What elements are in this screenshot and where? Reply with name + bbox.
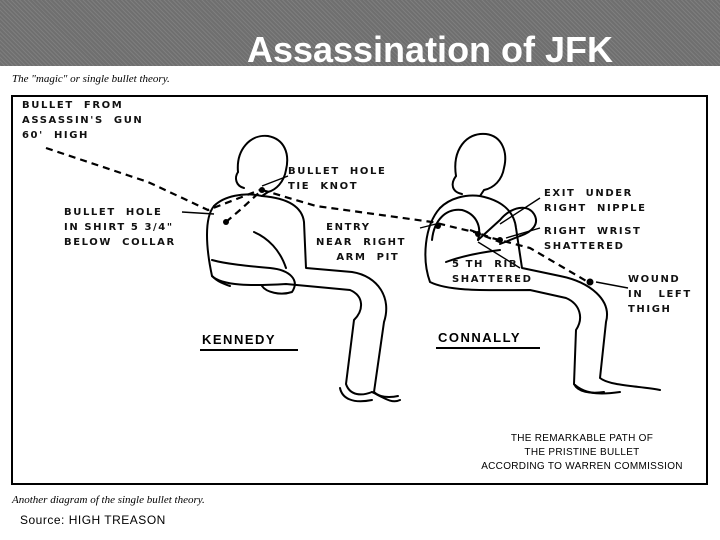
label-bullet-from: BULLET FROM ASSASSIN'S GUN 60' HIGH: [22, 100, 144, 141]
title-band: Assassination of JFK: [0, 0, 720, 66]
footer-line-3: ACCORDING TO WARREN COMMISSION: [481, 461, 683, 472]
label-thigh: WOUND IN LEFT THIGH: [628, 274, 692, 315]
label-entry: ENTRY NEAR RIGHT ARM PIT: [316, 222, 407, 263]
caption-bottom: Another diagram of the single bullet the…: [12, 494, 205, 506]
caption-top: The "magic" or single bullet theory.: [12, 73, 170, 85]
label-wrist: RIGHT WRIST SHATTERED: [544, 226, 642, 252]
wound-marks: [223, 187, 594, 286]
label-rib: 5 TH RIB SHATTERED: [452, 259, 533, 285]
source-credit: Source: HIGH TREASON: [20, 513, 166, 527]
diagram-frame: [11, 95, 708, 485]
footer-line-2: THE PRISTINE BULLET: [524, 447, 640, 458]
label-tie-knot: BULLET HOLE TIE KNOT: [288, 166, 387, 192]
footer-line-1: THE REMARKABLE PATH OF: [510, 433, 654, 444]
bullet-path: [45, 146, 589, 283]
kennedy-figure: [206, 134, 401, 403]
diagram-footer: THE REMARKABLE PATH OF THE PRISTINE BULL…: [462, 432, 702, 474]
name-connally: CONNALLY: [438, 330, 522, 345]
slide-title: Assassination of JFK: [246, 29, 614, 67]
pointer-lines: [181, 175, 629, 289]
label-shirt-hole: BULLET HOLE IN SHIRT 5 3/4" BELOW COLLAR: [64, 207, 176, 248]
connally-figure: [424, 132, 661, 395]
name-kennedy: KENNEDY: [202, 332, 277, 347]
label-exit: EXIT UNDER RIGHT NIPPLE: [544, 188, 647, 214]
